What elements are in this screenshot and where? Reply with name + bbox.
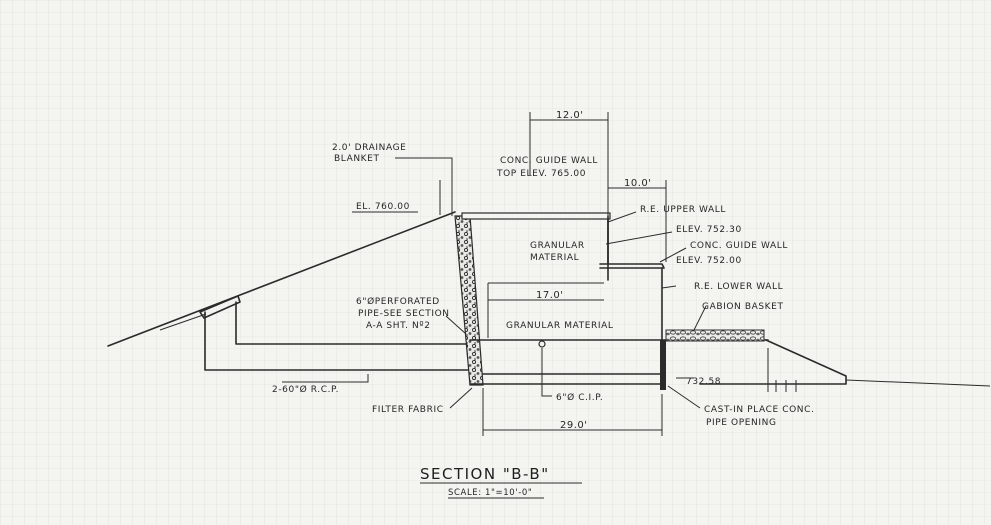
leader-filter [449, 387, 473, 409]
label-752-00: ELEV. 752.00 [676, 256, 742, 266]
re-upper-wall-cap [461, 212, 611, 220]
label-perf-1: 6"ØPERFORATED [356, 296, 440, 307]
label-granular-2: MATERIAL [530, 253, 579, 263]
dim-text-12: 12.0' [556, 110, 584, 121]
label-re-upper: R.E. UPPER WALL [640, 205, 726, 215]
label-re-lower: R.E. LOWER WALL [694, 282, 783, 292]
section-scale: SCALE: 1"=10'-0" [448, 488, 532, 498]
label-cast-1: CAST-IN PLACE CONC. [704, 405, 814, 415]
leader-drainage-blanket [395, 157, 453, 216]
slope-headwall [199, 295, 241, 319]
perforated-pipe [538, 340, 546, 348]
downstream-hatch [767, 348, 797, 392]
leader-guide-wall [659, 247, 687, 263]
slope-riprap [159, 313, 207, 331]
leader-perforated [445, 315, 467, 335]
leader-cip [541, 348, 552, 397]
label-cip: 6"Ø C.I.P. [556, 392, 603, 403]
cast-in-place-opening [660, 340, 666, 390]
label-perf-3: A-A SHT. Nº2 [366, 321, 431, 331]
leader-752-30 [605, 231, 673, 245]
gabion-basket [665, 329, 765, 342]
ground-extension [845, 379, 991, 387]
label-752-30: ELEV. 752.30 [676, 225, 742, 235]
label-filter: FILTER FABRIC [372, 405, 444, 415]
label-guide-top-1: CONC. GUIDE WALL [500, 156, 598, 166]
dim-12ft [529, 112, 609, 220]
label-drainage-1: 2.0' DRAINAGE [332, 143, 406, 153]
leader-gabion [693, 305, 707, 331]
section-title: SECTION "B-B" [420, 465, 550, 483]
label-guide-top-2: TOP ELEV. 765.00 [496, 169, 586, 179]
leader-upper-wall [607, 211, 637, 223]
ground-slope-line [107, 211, 456, 347]
leader-lower-wall [661, 285, 677, 289]
leader-cast-in-place [667, 385, 701, 409]
label-granular-lower: GRANULAR MATERIAL [506, 321, 614, 331]
label-perf-2: PIPE-SEE SECTION [358, 309, 450, 319]
label-el760: EL. 760.00 [356, 202, 410, 212]
dim-10ft [608, 180, 667, 262]
dim-text-29: 29.0' [560, 420, 588, 431]
label-cast-2: PIPE OPENING [706, 418, 777, 428]
dim-text-17: 17.0' [536, 290, 564, 301]
label-granular-1: GRANULAR [530, 241, 585, 251]
label-732: 732.58 [686, 377, 721, 387]
guide-wall-bench [599, 263, 665, 269]
dim-text-10: 10.0' [624, 178, 652, 189]
label-gabion: GABION BASKET [702, 302, 784, 312]
label-drainage-2: BLANKET [334, 154, 380, 164]
dim-29ft [482, 388, 663, 436]
rcp-pipe-upper [235, 301, 471, 345]
leader-rcp [282, 374, 369, 383]
label-rcp: 2-60"Ø R.C.P. [272, 384, 339, 395]
label-conc-guide: CONC. GUIDE WALL [690, 241, 788, 251]
rcp-pipe-lower [204, 311, 471, 371]
